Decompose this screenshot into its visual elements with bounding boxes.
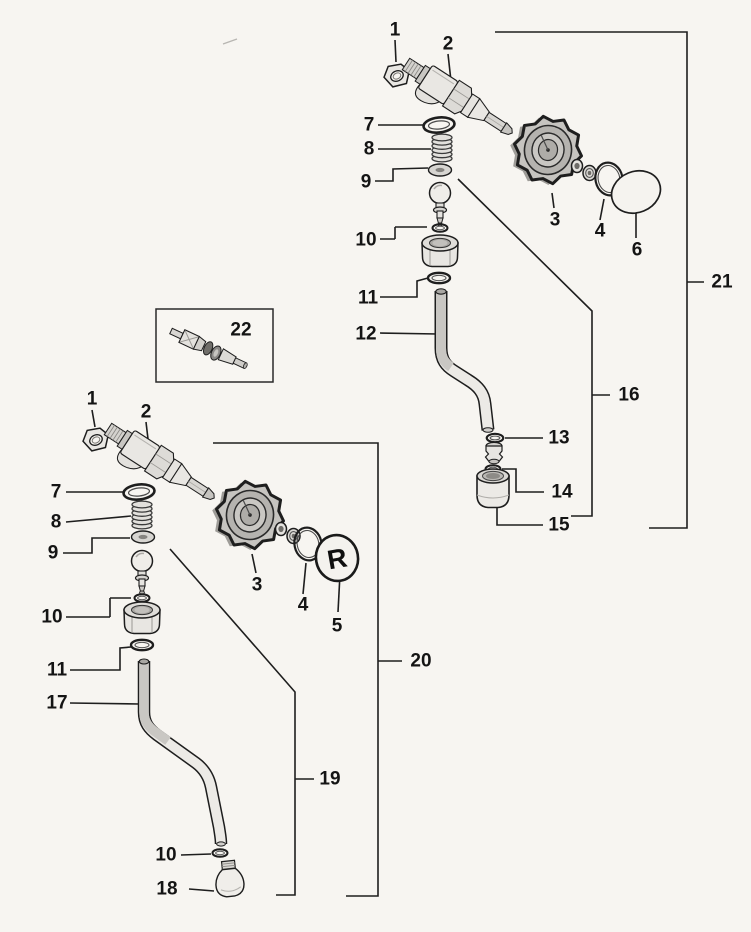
part-label-upper-2: 2 bbox=[443, 34, 454, 55]
leader-lines bbox=[63, 31, 704, 897]
scan-artifact bbox=[222, 38, 238, 45]
part-label-upper-7: 7 bbox=[364, 115, 375, 136]
leader-upper-10 bbox=[380, 226, 427, 240]
leader-upper-9 bbox=[375, 167, 429, 182]
part-label-13: 13 bbox=[548, 428, 569, 449]
part-6-membrane-disc bbox=[610, 169, 662, 215]
part-label-upper-11: 11 bbox=[358, 288, 379, 309]
part-label-upper-6: 6 bbox=[632, 240, 643, 261]
part-9-washer-lower bbox=[130, 530, 156, 544]
part-label-22: 22 bbox=[230, 320, 251, 341]
inset-box-frame bbox=[155, 308, 274, 383]
part-8-spring-upper bbox=[431, 133, 453, 163]
part-7-oring-lower bbox=[121, 481, 157, 503]
part-label-lower-3: 3 bbox=[252, 575, 263, 596]
part-label-lower-10: 10 bbox=[41, 607, 62, 628]
part-10-nut-upper bbox=[421, 234, 459, 268]
part-label-upper-12: 12 bbox=[355, 324, 376, 345]
leader-lower-1 bbox=[91, 409, 96, 428]
part-1-hex-nut-lower bbox=[80, 426, 112, 453]
part-label-lower-5: 5 bbox=[332, 616, 343, 637]
part-washer-set-upper bbox=[570, 158, 597, 182]
leader-upper-11 bbox=[380, 277, 429, 298]
leader-lower-17 bbox=[69, 702, 140, 705]
part-label-15: 15 bbox=[548, 515, 570, 536]
leader-lower-18 bbox=[188, 888, 215, 892]
group-label-16: 16 bbox=[618, 385, 639, 406]
part-13-oring bbox=[485, 432, 505, 444]
part-2-valve-body-upper bbox=[393, 50, 522, 153]
part-label-upper-9: 9 bbox=[361, 172, 372, 193]
leader-upper-15 bbox=[496, 507, 543, 526]
part-label-lower-10b: 10 bbox=[155, 845, 176, 866]
part-2-valve-body-lower bbox=[95, 415, 224, 518]
part-label-upper-1: 1 bbox=[390, 20, 401, 41]
bracket-16 bbox=[457, 178, 593, 517]
leader-lower-3 bbox=[251, 553, 257, 574]
leader-lower-8 bbox=[65, 515, 132, 523]
leader-upper-1 bbox=[394, 39, 397, 63]
leader-lower-9 bbox=[63, 537, 130, 554]
part-label-lower-7: 7 bbox=[51, 482, 62, 503]
part-valve-stem-upper bbox=[428, 181, 452, 227]
part-10-oring-spout bbox=[211, 848, 229, 858]
part-5-logo-cap: R bbox=[314, 533, 360, 583]
part-label-upper-8: 8 bbox=[364, 139, 375, 160]
part-label-lower-9: 9 bbox=[48, 543, 59, 564]
part-10-seal-lower bbox=[133, 593, 151, 603]
leader-upper-14 bbox=[502, 468, 544, 493]
bracket-19 bbox=[169, 548, 296, 896]
part-label-lower-18: 18 bbox=[156, 879, 177, 900]
part-label-upper-10: 10 bbox=[355, 230, 376, 251]
group-label-20: 20 bbox=[410, 651, 431, 672]
part-22-spindle bbox=[169, 327, 248, 370]
leader-upper-12 bbox=[379, 332, 439, 335]
part-label-lower-8: 8 bbox=[51, 512, 62, 533]
bracket-20 bbox=[213, 442, 379, 897]
part-14-fitting bbox=[484, 441, 504, 465]
leader-lower-10b bbox=[180, 853, 212, 856]
leader-lower-10 bbox=[66, 597, 131, 618]
leader-upper-4 bbox=[599, 198, 605, 221]
leader-lower-11 bbox=[70, 646, 132, 671]
part-label-lower-1: 1 bbox=[87, 389, 98, 410]
group-label-19: 19 bbox=[319, 769, 340, 790]
part-label-14: 14 bbox=[551, 482, 573, 503]
part-7-oring-upper bbox=[421, 114, 457, 136]
part-10-nut-lower bbox=[123, 601, 161, 635]
group-label-21: 21 bbox=[711, 272, 733, 293]
part-label-upper-4: 4 bbox=[595, 221, 606, 242]
inset-box-22 bbox=[155, 308, 274, 383]
assembly-upper bbox=[381, 50, 662, 509]
part-label-lower-2: 2 bbox=[141, 402, 152, 423]
part-label-lower-17: 17 bbox=[46, 693, 67, 714]
part-valve-stem-lower bbox=[130, 549, 154, 595]
bracket-21 bbox=[495, 31, 688, 529]
leader-upper-3 bbox=[551, 192, 555, 209]
part-label-lower-11: 11 bbox=[47, 660, 68, 681]
part-18-spout-tip bbox=[215, 859, 245, 898]
part-labels: 1 2 7 8 9 10 11 12 3 4 6 13 14 15 16 21 … bbox=[41, 20, 733, 900]
part-12-pipe-upper bbox=[434, 288, 495, 433]
part-17-pipe-lower bbox=[137, 658, 228, 847]
assembly-lower: R bbox=[80, 415, 360, 898]
part-11-oring-upper bbox=[426, 271, 452, 285]
part-label-upper-3: 3 bbox=[550, 210, 561, 231]
part-8-spring-lower bbox=[131, 500, 153, 530]
part-11-oring-lower bbox=[129, 638, 155, 652]
part-15-nozzle-cup bbox=[476, 468, 510, 509]
part-3-handwheel-upper bbox=[503, 110, 589, 192]
leader-lower-4 bbox=[302, 562, 307, 595]
part-9-washer-upper bbox=[427, 163, 453, 177]
part-label-lower-4: 4 bbox=[298, 595, 309, 616]
part-3-handwheel-lower bbox=[205, 475, 291, 557]
